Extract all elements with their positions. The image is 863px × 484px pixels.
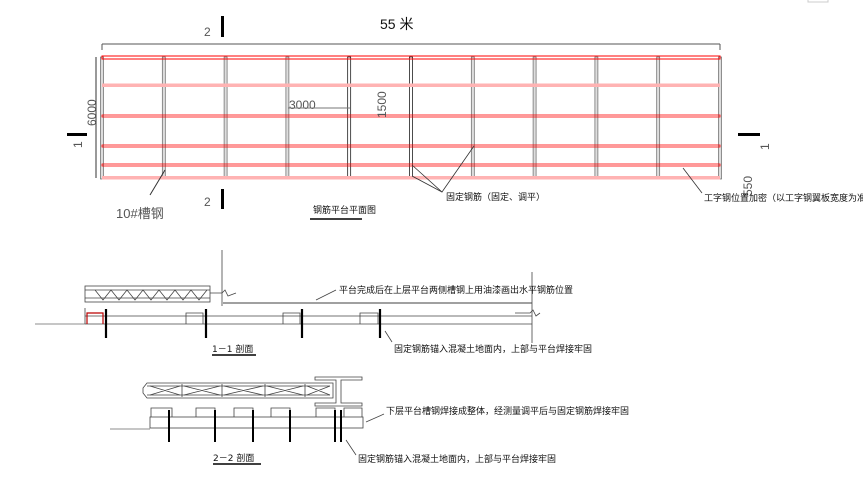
section-1-bottom-note: 固定钢筋锚入混凝土地面内，上部与平台焊接牢固 <box>394 343 592 355</box>
leader-line <box>384 330 393 343</box>
cross-beam <box>594 56 599 180</box>
corner-box <box>807 0 829 3</box>
edge-dimension: 550 <box>741 176 755 196</box>
top-channel-red <box>101 55 721 60</box>
i-beam <box>314 376 363 407</box>
cross-beam <box>532 56 537 180</box>
leader-line <box>411 145 475 193</box>
cross-beam <box>223 56 228 180</box>
channel-steel <box>185 312 204 324</box>
ibeam-note: 工字钢位置加密（以工字钢翼板宽度为准） <box>704 192 863 204</box>
section-mark-2-top: 2 <box>204 25 211 39</box>
leader-line <box>345 439 357 456</box>
red-rebar-line <box>101 144 721 148</box>
section-1-title: 1－1 剖面 <box>212 343 253 355</box>
pink-band <box>102 83 720 87</box>
row-dimension: 1500 <box>375 91 389 118</box>
section-2-title: 2－2 剖面 <box>213 452 254 464</box>
cross-beam <box>161 56 166 180</box>
upper-truss <box>84 285 211 303</box>
leader-line <box>411 175 443 193</box>
red-rebar-line <box>101 114 721 118</box>
section-mark-1-right: 1 <box>758 143 772 150</box>
section-2-bottom-note: 固定钢筋锚入混凝土地面内，上部与平台焊接牢固 <box>358 453 556 465</box>
truss-web <box>149 385 331 396</box>
cross-beam <box>100 56 104 180</box>
cross-beam <box>470 56 475 180</box>
cross-beam <box>409 56 413 180</box>
section-2-top-note: 下层平台槽钢焊接成整体，经测量调平后与固定钢筋焊接牢固 <box>386 405 629 417</box>
leader-line <box>149 169 166 196</box>
channel-steel <box>359 312 379 324</box>
plan-title: 钢筋平台平面图 <box>313 204 376 216</box>
break-symbol <box>515 309 541 317</box>
cross-beam <box>718 56 722 180</box>
channel-label: 10#槽钢 <box>116 206 164 221</box>
leader-line <box>365 413 385 423</box>
section-1-top-note: 平台完成后在上层平台两侧槽钢上用油漆画出水平钢筋位置 <box>339 284 573 296</box>
bay-dimension: 3000 <box>289 98 316 112</box>
channel-steel-red <box>86 312 104 324</box>
cross-beam <box>347 56 352 180</box>
lower-platform <box>149 416 364 429</box>
upper-truss <box>142 382 334 399</box>
channel-label-text: 10#槽钢 <box>116 206 164 221</box>
section-cut-mark <box>221 189 224 209</box>
section-mark-1-left: 1 <box>71 141 85 148</box>
fixed-bar-note: 固定钢筋（固定、调平） <box>446 191 545 203</box>
channel-steel <box>282 312 301 324</box>
section-cut-mark <box>738 133 760 136</box>
section-2-2 <box>110 376 385 465</box>
section-1-1 <box>35 250 541 356</box>
red-rebar-line <box>101 163 721 167</box>
break-symbol <box>210 289 237 297</box>
plan-cross-beams <box>100 56 722 180</box>
width-dimension: 6000 <box>85 99 99 126</box>
truss-web <box>94 289 208 301</box>
overall-length-label: 55 米 <box>380 16 413 32</box>
cross-beam <box>656 56 661 180</box>
section-cut-mark <box>221 16 224 37</box>
truss-chord <box>147 385 330 396</box>
section-mark-2-bottom: 2 <box>204 195 211 209</box>
channel-steel <box>150 407 363 417</box>
leader-line <box>315 289 337 301</box>
plan-view: 55 米 6000 3000 1500 550 2 2 1 1 10#槽钢 钢筋… <box>67 16 863 221</box>
truss-post <box>181 384 306 397</box>
section-cut-mark <box>67 133 87 136</box>
cross-beam <box>285 56 290 180</box>
leader-line <box>682 167 703 194</box>
pink-band <box>102 176 720 180</box>
